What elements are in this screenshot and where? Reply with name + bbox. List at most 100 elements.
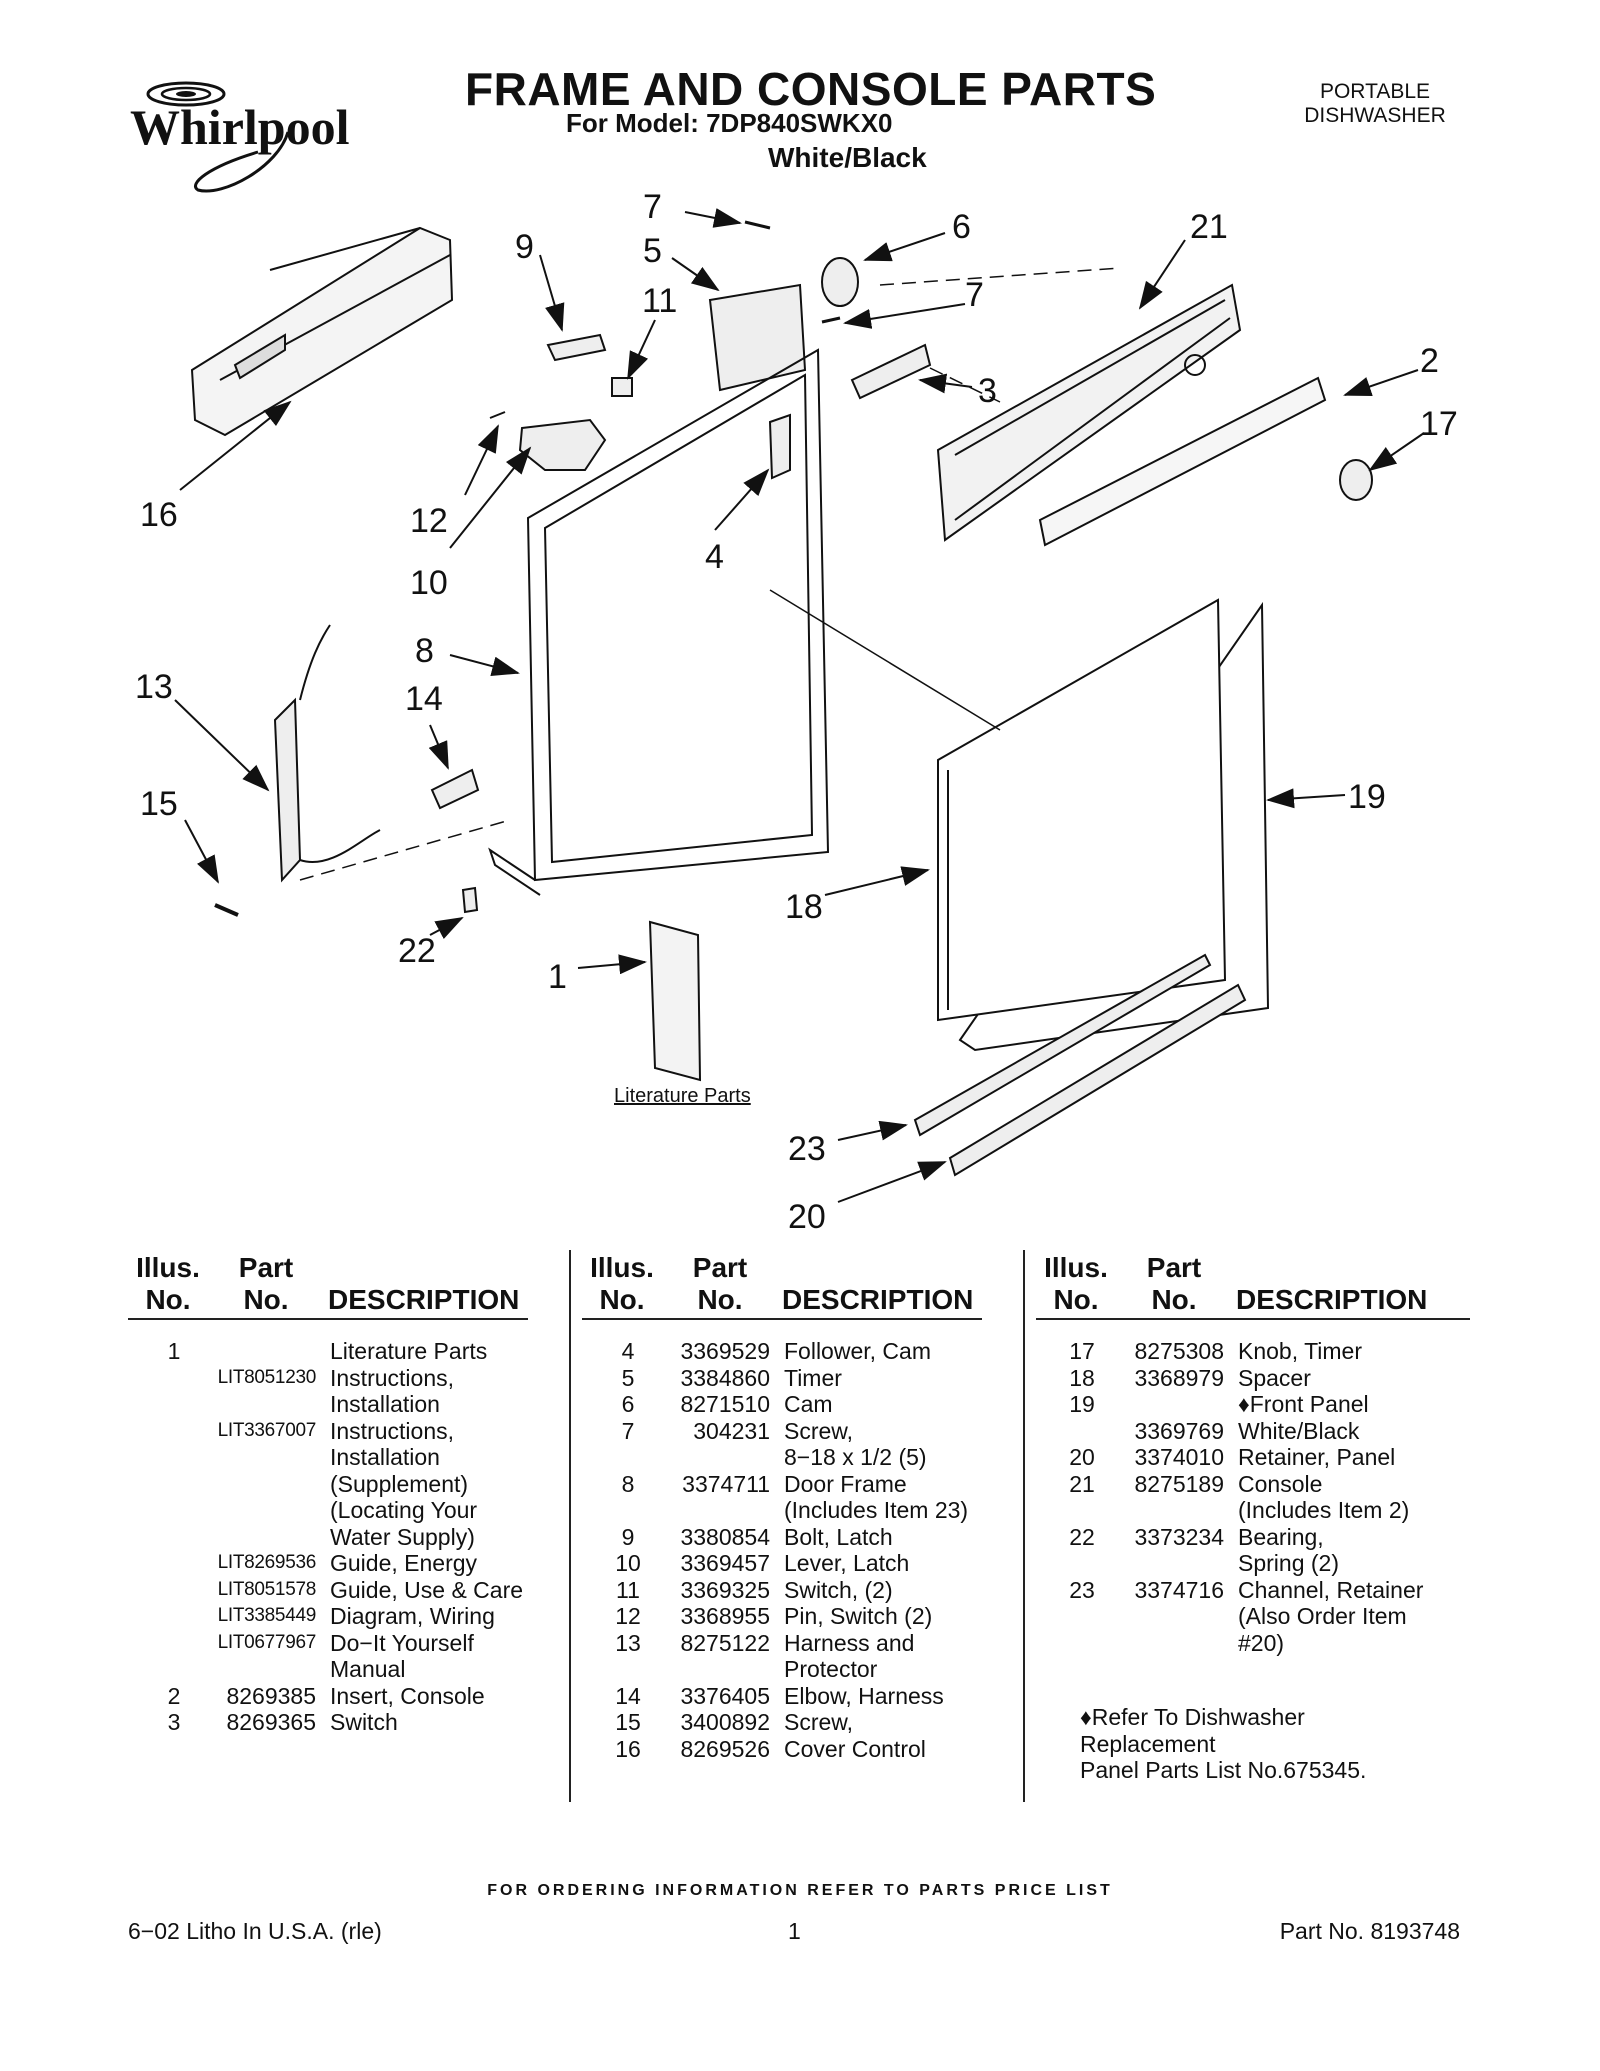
part-description: (Supplement): [330, 1470, 469, 1497]
part-description: Bolt, Latch: [784, 1523, 893, 1550]
part-elbow-harness: [430, 768, 480, 810]
table-row: 19♦Front Panel: [1044, 1391, 1464, 1418]
part-description: Do−It Yourself: [330, 1629, 474, 1656]
part-number: 3380854: [680, 1523, 770, 1550]
part-number: 8275189: [1134, 1470, 1224, 1497]
part-screw-mid: [821, 316, 841, 324]
callout-8: 8: [415, 632, 434, 670]
page-number: 1: [788, 1918, 801, 1944]
part-switch: [611, 377, 633, 397]
part-number: 3374711: [682, 1470, 770, 1497]
replacement-note: ♦Refer To Dishwasher Replacement Panel P…: [1080, 1704, 1366, 1784]
part-description: Console: [1238, 1470, 1323, 1497]
model-line: For Model: 7DP840SWKX0: [566, 108, 893, 138]
part-description: Guide, Use & Care: [330, 1576, 524, 1603]
part-number: LIT8269536: [217, 1552, 317, 1573]
callout-15: 15: [140, 785, 178, 823]
part-description: Protector: [784, 1656, 878, 1682]
illus-no: 6: [621, 1391, 635, 1417]
callout-4: 4: [705, 538, 724, 576]
part-description: Water Supply): [330, 1523, 475, 1550]
page-title: FRAME AND CONSOLE PARTS: [465, 63, 1157, 115]
part-follower-cam: [768, 413, 791, 480]
part-description: Channel, Retainer: [1238, 1576, 1424, 1603]
illus-no: 14: [615, 1682, 641, 1709]
illus-no: 18: [1069, 1364, 1095, 1391]
part-number: 3369457: [680, 1550, 770, 1576]
part-description: Manual: [330, 1656, 406, 1682]
callout-6: 6: [952, 208, 971, 246]
illus-no: 19: [1069, 1391, 1095, 1417]
part-description: Instructions,: [330, 1417, 454, 1444]
callout-19: 19: [1348, 778, 1386, 816]
head-illus: Illus.No.: [1044, 1252, 1108, 1315]
litho-info: 6−02 Litho In U.S.A. (rle): [128, 1918, 382, 1944]
illus-no: 13: [615, 1629, 641, 1656]
part-pin-switch: [489, 411, 506, 419]
part-knob-timer: [1339, 459, 1373, 501]
part-description: Cover Control: [784, 1735, 926, 1762]
part-description: (Includes Item 2): [1238, 1497, 1410, 1523]
callout-9: 9: [515, 228, 534, 266]
part-description: 8−18 x 1/2 (5): [784, 1444, 927, 1470]
illus-no: 12: [615, 1603, 641, 1629]
part-cover-control: [190, 226, 454, 437]
part-number: 3384860: [680, 1364, 770, 1391]
part-number: 8275308: [1134, 1338, 1224, 1364]
illus-no: 15: [615, 1709, 641, 1735]
table-row: (Locating Your: [136, 1497, 546, 1524]
illus-no: 1: [167, 1338, 181, 1364]
part-switch-console: [850, 343, 932, 400]
part-number: 3400892: [680, 1709, 770, 1735]
illus-no: 9: [621, 1523, 635, 1550]
part-timer: [708, 283, 807, 392]
part-screw-harness: [214, 903, 239, 917]
callout-21: 21: [1190, 208, 1228, 246]
note-line: Panel Parts List No.675345.: [1080, 1757, 1367, 1783]
part-spacer: [937, 598, 1227, 1022]
table-row: Protector: [590, 1656, 1000, 1683]
callout-7b: 7: [965, 276, 984, 314]
part-bolt-latch: [546, 333, 607, 362]
part-description: Follower, Cam: [784, 1338, 931, 1364]
table-row: (Also Order Item: [1044, 1603, 1464, 1630]
illus-no: 7: [621, 1417, 635, 1444]
part-description: Spring (2): [1238, 1550, 1339, 1576]
table-row: Water Supply): [136, 1524, 546, 1551]
part-literature: [648, 920, 702, 1082]
part-number: 3376405: [680, 1682, 770, 1709]
table-row: 9 3380854 Bolt, Latch: [590, 1524, 1000, 1551]
svg-text:Whirlpool: Whirlpool: [130, 99, 350, 155]
whirlpool-logo: Whirlpool: [130, 81, 350, 193]
callout-23: 23: [788, 1130, 826, 1168]
table-row: #20): [1044, 1630, 1464, 1657]
part-door-frame: [488, 348, 830, 896]
callout-3: 3: [978, 372, 997, 410]
note-line: Replacement: [1080, 1730, 1216, 1757]
table-row: Manual: [136, 1656, 546, 1683]
part-description: Screw,: [784, 1417, 854, 1444]
table-rule: [582, 1318, 982, 1320]
part-retainer-panel: [948, 983, 1247, 1177]
part-description: (Also Order Item: [1238, 1603, 1407, 1629]
part-number: 8269385: [226, 1682, 316, 1709]
head-desc: DESCRIPTION: [1236, 1284, 1428, 1315]
product-type-line2: DISHWASHER: [1304, 104, 1446, 127]
illus-no: 22: [1069, 1523, 1095, 1550]
